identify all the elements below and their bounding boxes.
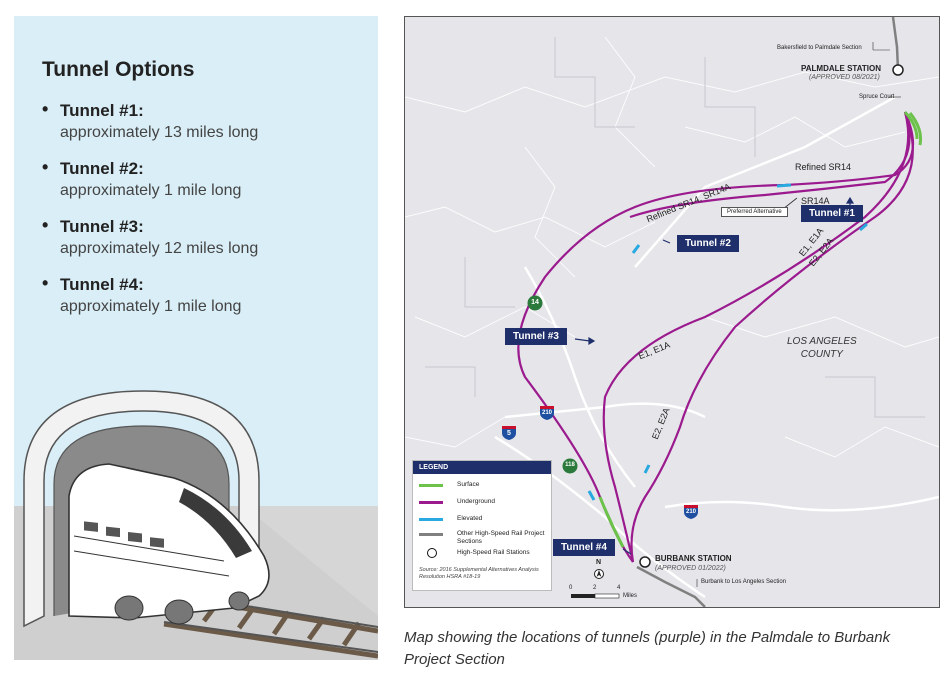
scale-unit: Miles (623, 593, 638, 599)
station-circle-icon (427, 548, 437, 558)
train-tunnel-illustration (14, 390, 378, 660)
other-sections-swatch (419, 533, 443, 536)
bullet-icon: • (42, 273, 49, 293)
sr14-shield-text: 14 (531, 299, 539, 306)
tunnel-info-panel: Tunnel Options • Tunnel #1: approximatel… (14, 16, 378, 660)
info-title: Tunnel Options (42, 58, 195, 81)
bullet-icon: • (42, 99, 49, 119)
map-canvas (405, 17, 939, 607)
map-caption: Map showing the locations of tunnels (pu… (404, 629, 891, 668)
scale-tick-0: 0 (569, 585, 573, 591)
map-legend: LEGEND Surface Underground Elevated Othe… (412, 460, 552, 591)
spruce-court-label: Spruce Court (859, 94, 895, 100)
legend-label: High-Speed Rail Stations (457, 549, 530, 556)
legend-label: Surface (457, 481, 480, 488)
tunnel-list: • Tunnel #1: approximately 13 miles long… (42, 99, 259, 332)
legend-label: Elevated (457, 515, 483, 522)
palmdale-station-note: (APPROVED 08/2021) (809, 74, 880, 81)
bullet-icon: • (42, 215, 49, 235)
i5-shield-icon: 5 (501, 424, 517, 440)
preferred-alternative-label: Preferred Alternative (721, 207, 788, 217)
tunnel-4-badge: Tunnel #4 (553, 539, 615, 556)
tunnel-desc: approximately 1 mile long (60, 182, 242, 199)
scale-tick-4: 4 (617, 585, 621, 591)
sr118-shield-text: 118 (565, 462, 575, 468)
tunnel-name: Tunnel #1: (60, 101, 144, 120)
legend-label: Underground (457, 498, 495, 505)
bullet-icon: • (42, 157, 49, 177)
i210-lower-shield-icon: 210 (683, 503, 699, 519)
scale-tick-2: 2 (593, 585, 597, 591)
palmdale-station-marker (892, 64, 904, 76)
surface-swatch (419, 484, 443, 487)
underground-swatch (419, 501, 443, 504)
burbank-station-name: BURBANK STATION (655, 554, 732, 563)
tunnel-name: Tunnel #3: (60, 217, 144, 236)
tunnel-desc: approximately 13 miles long (60, 124, 259, 141)
tunnel-desc: approximately 1 mile long (60, 298, 242, 315)
tunnel-3-badge: Tunnel #3 (505, 328, 567, 345)
legend-title: LEGEND (413, 461, 551, 474)
county-line-2: COUNTY (800, 349, 843, 360)
burbank-station-marker (639, 556, 651, 568)
tunnel-1-badge: Tunnel #1 (801, 205, 863, 222)
sr14a-label: SR14A (801, 196, 830, 206)
tunnel-item: • Tunnel #2: approximately 1 mile long (42, 157, 258, 202)
county-label: LOS ANGELES COUNTY (787, 335, 857, 361)
tunnel-item: • Tunnel #4: approximately 1 mile long (42, 273, 258, 318)
route-map: Bakersfield to Palmdale Section PALMDALE… (404, 16, 940, 608)
county-line-1: LOS ANGELES (787, 336, 857, 347)
elevated-swatch (419, 518, 443, 521)
tunnel-name: Tunnel #2: (60, 159, 144, 178)
tunnel-item: • Tunnel #1: approximately 13 miles long (42, 99, 259, 144)
bakersfield-section-label: Bakersfield to Palmdale Section (777, 45, 862, 51)
tunnel-desc: approximately 12 miles long (60, 240, 259, 257)
tunnel-name: Tunnel #4: (60, 275, 144, 294)
sr118-shield-icon: 118 (562, 458, 578, 474)
legend-label: Other High-Speed Rail Project Sections (457, 530, 545, 545)
i210-shield-text: 210 (541, 410, 552, 416)
scale-bar (571, 594, 595, 598)
burbank-station-note: (APPROVED 01/2022) (655, 565, 726, 572)
tunnel-2-badge: Tunnel #2 (677, 235, 739, 252)
burbank-section-label: Burbank to Los Angeles Section (701, 579, 787, 585)
sr14-shield-icon: 14 (527, 295, 543, 311)
i210-shield-icon: 210 (539, 404, 555, 420)
north-label: N (596, 559, 602, 566)
i210-lower-shield-text: 210 (685, 509, 696, 515)
refined-sr14-label: Refined SR14 (795, 162, 852, 172)
palmdale-station-name: PALMDALE STATION (801, 64, 881, 73)
legend-source: Source: 2016 Supplemental Alternatives A… (419, 567, 539, 580)
i5-shield-text: 5 (507, 430, 511, 437)
tunnel-item: • Tunnel #3: approximately 12 miles long (42, 215, 259, 260)
